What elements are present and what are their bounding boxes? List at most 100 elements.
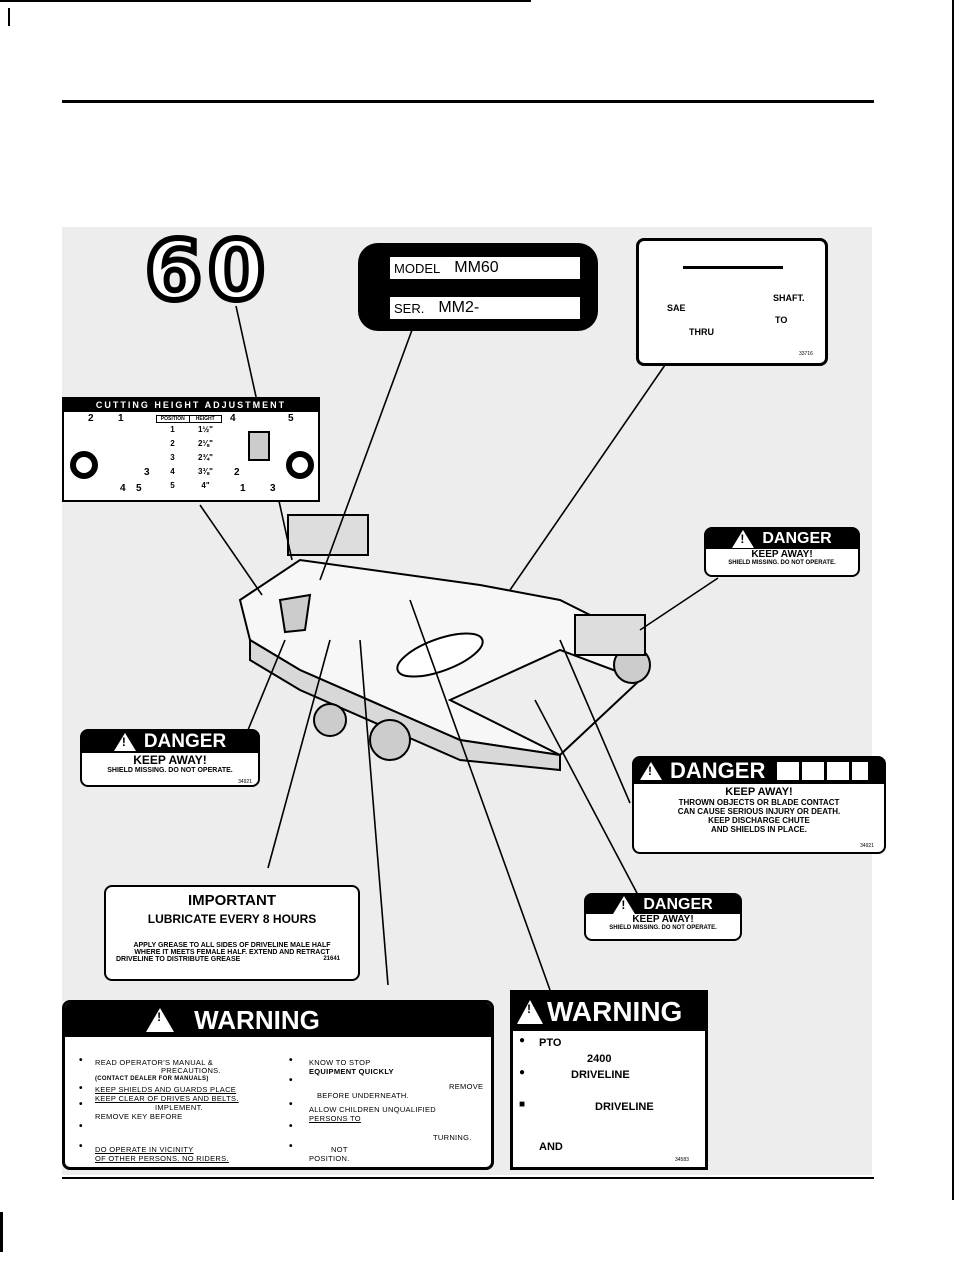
important-line2: APPLY GREASE TO ALL SIDES OF DRIVELINE M… <box>133 942 331 949</box>
warning-keep-clear: KEEP CLEAR OF DRIVES AND BELTS. <box>95 1094 239 1103</box>
bullet-icon: • <box>79 1055 83 1066</box>
warning-precautions: PRECAUTIONS. <box>161 1066 221 1075</box>
left-num-3: 3 <box>144 467 150 478</box>
important-line4: DRIVELINE TO DISTRIBUTE GREASE <box>116 956 241 963</box>
warning-before-underneath: BEFORE UNDERNEATH. <box>317 1091 409 1100</box>
left-wheel-icon <box>70 451 98 479</box>
warning-triangle-icon <box>113 733 136 751</box>
bullet-icon: • <box>289 1075 293 1086</box>
warning-no-riders: OF OTHER PERSONS. NO RIDERS. <box>95 1154 229 1163</box>
serial-field: SER. MM2- <box>390 297 580 319</box>
warning-decal-right: WARNING ● PTO 2400 ● DRIVELINE ■ DRIVELI… <box>510 990 708 1170</box>
danger-keep-away: KEEP AWAY! <box>751 549 813 560</box>
important-decal: IMPORTANT LUBRICATE EVERY 8 HOURS APPLY … <box>104 885 360 981</box>
bullet-icon: • <box>79 1141 83 1152</box>
danger-decal-right: DANGER KEEP AWAY! SHIELD MISSING. DO NOT… <box>704 527 860 577</box>
danger-large-line5: AND SHIELDS IN PLACE. <box>710 825 807 834</box>
right-num-3: 3 <box>270 483 276 494</box>
bullet-icon: ● <box>519 1067 526 1078</box>
left-num-2: 2 <box>88 413 94 424</box>
pto-title-bar <box>683 266 783 269</box>
bullet-icon: • <box>289 1121 293 1132</box>
warning-right-code: 34583 <box>675 1157 689 1163</box>
danger-header: DANGER <box>634 758 884 784</box>
danger-decal-bottom: DANGER KEEP AWAY! SHIELD MISSING. DO NOT… <box>584 893 742 941</box>
col-height: HEIGHT <box>195 416 215 422</box>
bullet-icon: • <box>79 1121 83 1132</box>
model-field: MODEL MM60 <box>390 257 580 279</box>
warning-triangle-icon <box>613 895 636 914</box>
warning-right-pto: PTO <box>539 1037 562 1049</box>
decal-60-text: 60 <box>142 224 272 319</box>
right-num-5: 5 <box>288 413 294 424</box>
important-lubricate: LUBRICATE EVERY 8 HOURS <box>147 912 317 926</box>
model-serial-plate: MODEL MM60 SER. MM2- <box>358 243 598 331</box>
bullet-icon: ■ <box>519 1099 526 1110</box>
warning-decal-left: WARNING • READ OPERATOR'S MANUAL & PRECA… <box>62 1000 494 1170</box>
danger-header: DANGER <box>586 895 740 914</box>
danger-decal-left: DANGER KEEP AWAY! SHIELD MISSING. DO NOT… <box>80 729 260 787</box>
danger-large-line4: KEEP DISCHARGE CHUTE <box>708 816 810 825</box>
right-num-4: 4 <box>230 413 236 424</box>
warning-triangle-icon <box>732 530 755 548</box>
pto-shaft: SHAFT. <box>773 293 805 303</box>
warning-not: NOT <box>331 1145 348 1154</box>
warning-right-2400: 2400 <box>587 1053 612 1065</box>
warning-remove-key: REMOVE KEY BEFORE <box>95 1112 183 1121</box>
warning-header: WARNING <box>65 1003 491 1037</box>
danger-large-line3: CAN CAUSE SERIOUS INJURY OR DEATH. <box>677 807 841 816</box>
top-left-tick <box>8 8 10 26</box>
important-code: 21641 <box>323 956 340 962</box>
left-num-1: 1 <box>118 413 124 424</box>
pto-code: 33716 <box>799 351 813 357</box>
danger-large-code: 34921 <box>860 843 874 849</box>
warning-remove: REMOVE <box>449 1082 484 1091</box>
danger-header: DANGER <box>82 731 258 753</box>
left-num-5: 5 <box>136 483 142 494</box>
danger-header: DANGER <box>706 529 858 549</box>
important-title: IMPORTANT <box>187 892 277 909</box>
pictogram-icons <box>777 762 869 780</box>
bullet-icon: • <box>289 1141 293 1152</box>
warning-right-and: AND <box>539 1141 563 1153</box>
warning-equipment-quickly: EQUIPMENT QUICKLY <box>309 1067 394 1076</box>
right-num-1: 1 <box>240 483 246 494</box>
danger-decal-large: DANGER KEEP AWAY! THROWN OBJECTS OR BLAD… <box>632 756 886 854</box>
warning-position: POSITION. <box>309 1154 350 1163</box>
pto-sae: SAE <box>667 303 686 313</box>
serial-label: SER. <box>394 300 425 316</box>
left-num-4: 4 <box>120 483 126 494</box>
bullet-icon: • <box>79 1099 83 1110</box>
important-line3: WHERE IT MEETS FEMALE HALF. EXTEND AND R… <box>134 949 330 956</box>
right-num-2: 2 <box>234 467 240 478</box>
warning-keep-shields: KEEP SHIELDS AND GUARDS PLACE <box>95 1085 237 1094</box>
pto-to: TO <box>775 315 788 325</box>
danger-shield-missing: SHIELD MISSING. DO NOT OPERATE. <box>728 560 836 566</box>
danger-keep-away: KEEP AWAY! <box>133 753 207 767</box>
cutting-height-decal: CUTTING HEIGHT ADJUSTMENT 2 1 3 4 5 4 5 … <box>62 397 320 502</box>
bullet-icon: • <box>79 1083 83 1094</box>
warning-do-not-operate: DO OPERATE IN VICINITY <box>95 1145 194 1154</box>
bullet-icon: ● <box>519 1035 526 1046</box>
model-label: MODEL <box>394 260 441 276</box>
bullet-icon: • <box>289 1055 293 1066</box>
pto-decal: SHAFT. SAE TO THRU 33716 <box>636 238 828 366</box>
bottom-rule <box>62 1177 874 1179</box>
warning-read-manual: READ OPERATOR'S MANUAL & <box>95 1058 214 1067</box>
bottom-left-tick <box>0 1212 3 1252</box>
warning-persons-to: PERSONS TO <box>309 1114 361 1123</box>
important-line4-row: DRIVELINE TO DISTRIBUTE GREASE 21641 <box>106 956 358 963</box>
danger-shield-missing: SHIELD MISSING. DO NOT OPERATE. <box>107 767 233 774</box>
warning-triangle-icon <box>640 762 662 780</box>
decal-60: 60 <box>124 224 292 319</box>
danger-keep-away: KEEP AWAY! <box>632 914 694 925</box>
warning-triangle-icon <box>146 1008 175 1032</box>
serial-value: MM2- <box>438 299 480 316</box>
